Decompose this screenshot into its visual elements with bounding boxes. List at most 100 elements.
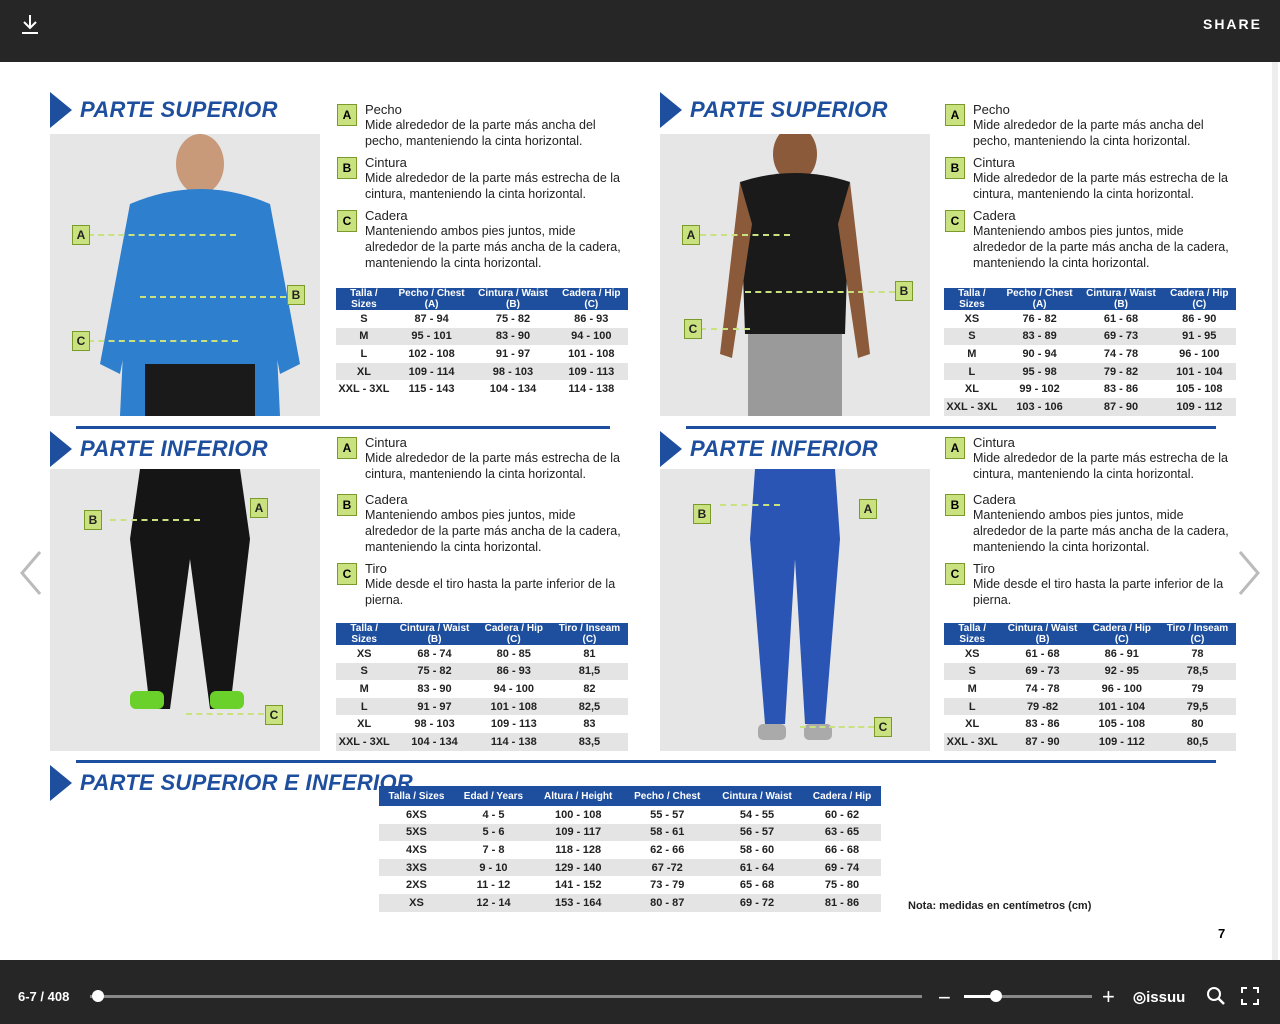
- tag-b: B: [287, 285, 305, 305]
- desc-badge: C: [945, 563, 965, 585]
- desc-head: Cadera: [365, 208, 408, 223]
- desc-body: Manteniendo ambos pies juntos, mide alre…: [365, 508, 621, 554]
- desc-head: Cintura: [973, 155, 1015, 170]
- next-page-arrow-icon[interactable]: [1234, 548, 1264, 598]
- desc-body: Mide alrededor de la parte más estrecha …: [973, 171, 1229, 201]
- tag-c: C: [72, 331, 90, 351]
- table-cell: 102 - 108: [408, 347, 455, 360]
- tag-a: A: [859, 499, 877, 519]
- section-title-text: PARTE SUPERIOR: [80, 97, 278, 122]
- table-header-cell: Cadera / Hip (C): [1162, 288, 1236, 310]
- table-header-cell: Talla / Sizes: [336, 623, 393, 645]
- table-cell: XXL - 3XL: [944, 732, 1001, 751]
- table-cell: 74 - 78: [1103, 347, 1139, 360]
- table-header-cell: Cintura / Waist (B): [471, 288, 555, 310]
- page-indicator: 6-7 / 408: [18, 989, 70, 1004]
- tag-c: C: [874, 717, 892, 737]
- zoom-slider-handle[interactable]: [990, 990, 1002, 1002]
- section-title-kids: PARTE SUPERIOR E INFERIOR: [50, 765, 413, 801]
- table-header-cell: Cintura / Waist: [711, 786, 804, 806]
- table-cell: 98 - 103: [471, 362, 555, 381]
- table-cell: 114 - 138: [476, 732, 551, 751]
- desc-body: Mide desde el tiro hasta la parte inferi…: [973, 577, 1224, 607]
- table-cell: 69 - 72: [711, 893, 804, 912]
- table-cell: 83 - 86: [1103, 383, 1139, 396]
- search-zoom-icon[interactable]: [1206, 986, 1226, 1006]
- measure-line-a: [700, 234, 790, 236]
- table-cell: 109 - 113: [554, 362, 628, 381]
- tag-c: C: [684, 319, 702, 339]
- fullscreen-icon[interactable]: [1240, 986, 1260, 1006]
- measure-line-c: [186, 713, 264, 715]
- issuu-logo[interactable]: ◎issuu: [1133, 988, 1185, 1006]
- table-cell: 91 - 95: [1162, 327, 1236, 346]
- section-title-women-upper: PARTE SUPERIOR: [660, 92, 888, 128]
- table-cell: 74 - 78: [1025, 682, 1060, 695]
- measure-line-c: [800, 726, 874, 728]
- share-button[interactable]: SHARE: [1202, 16, 1262, 32]
- zoom-out-button[interactable]: −: [938, 985, 951, 1010]
- tag-c: C: [265, 705, 283, 725]
- scrollbar[interactable]: [1272, 62, 1278, 960]
- measure-line-a: [88, 234, 236, 236]
- table-cell: 129 - 140: [533, 858, 624, 877]
- table-cell: 96 - 100: [1101, 682, 1142, 695]
- table-cell: 92 - 95: [1084, 662, 1159, 681]
- table-cell: 80: [1191, 718, 1204, 731]
- table-cell: 11 - 12: [476, 879, 511, 892]
- table-cell: 109 - 113: [490, 718, 537, 731]
- table-header-cell: Tiro / Inseam (C): [550, 623, 628, 645]
- table-cell: 68 - 74: [417, 647, 452, 660]
- table-cell: 79 -82: [1000, 697, 1085, 716]
- table-header-cell: Cadera / Hip (C): [554, 288, 628, 310]
- table-header-cell: Cadera / Hip (C): [1084, 623, 1159, 645]
- table-cell: 101 - 104: [1162, 362, 1236, 381]
- table-cell: XS: [356, 647, 372, 660]
- table-cell: 87 - 90: [1000, 732, 1085, 751]
- page-progress-handle[interactable]: [92, 990, 105, 1002]
- desc-head: Cadera: [973, 492, 1016, 507]
- table-cell: 3XS: [379, 858, 454, 877]
- measure-line-c: [88, 340, 238, 342]
- table-cell: 83 - 89: [999, 327, 1080, 346]
- desc-body: Manteniendo ambos pies juntos, mide alre…: [365, 224, 621, 270]
- table-cell: 109 - 112: [1162, 397, 1236, 416]
- table-cell: 83 - 90: [417, 682, 452, 695]
- zoom-in-button[interactable]: +: [1102, 984, 1115, 1009]
- desc-body: Mide alrededor de la parte más estrecha …: [973, 451, 1229, 481]
- previous-page-arrow-icon[interactable]: [16, 548, 46, 598]
- download-icon[interactable]: [18, 12, 42, 36]
- page-progress-track[interactable]: [90, 995, 922, 998]
- table-cell: M: [336, 327, 392, 346]
- desc-head: Cadera: [973, 208, 1016, 223]
- desc-head: Cintura: [973, 435, 1015, 450]
- table-cell: 101 - 108: [568, 347, 615, 360]
- table-cell: 83 - 86: [1025, 718, 1060, 731]
- table-cell: 81,5: [550, 662, 628, 681]
- tag-b: B: [895, 281, 913, 301]
- divider: [76, 760, 1216, 763]
- zoom-slider[interactable]: [964, 995, 1092, 998]
- table-cell: 118 - 128: [555, 843, 602, 856]
- table-cell: XS: [964, 647, 980, 660]
- table-cell: 2XS: [406, 879, 427, 892]
- section-title-women-lower: PARTE INFERIOR: [660, 431, 878, 467]
